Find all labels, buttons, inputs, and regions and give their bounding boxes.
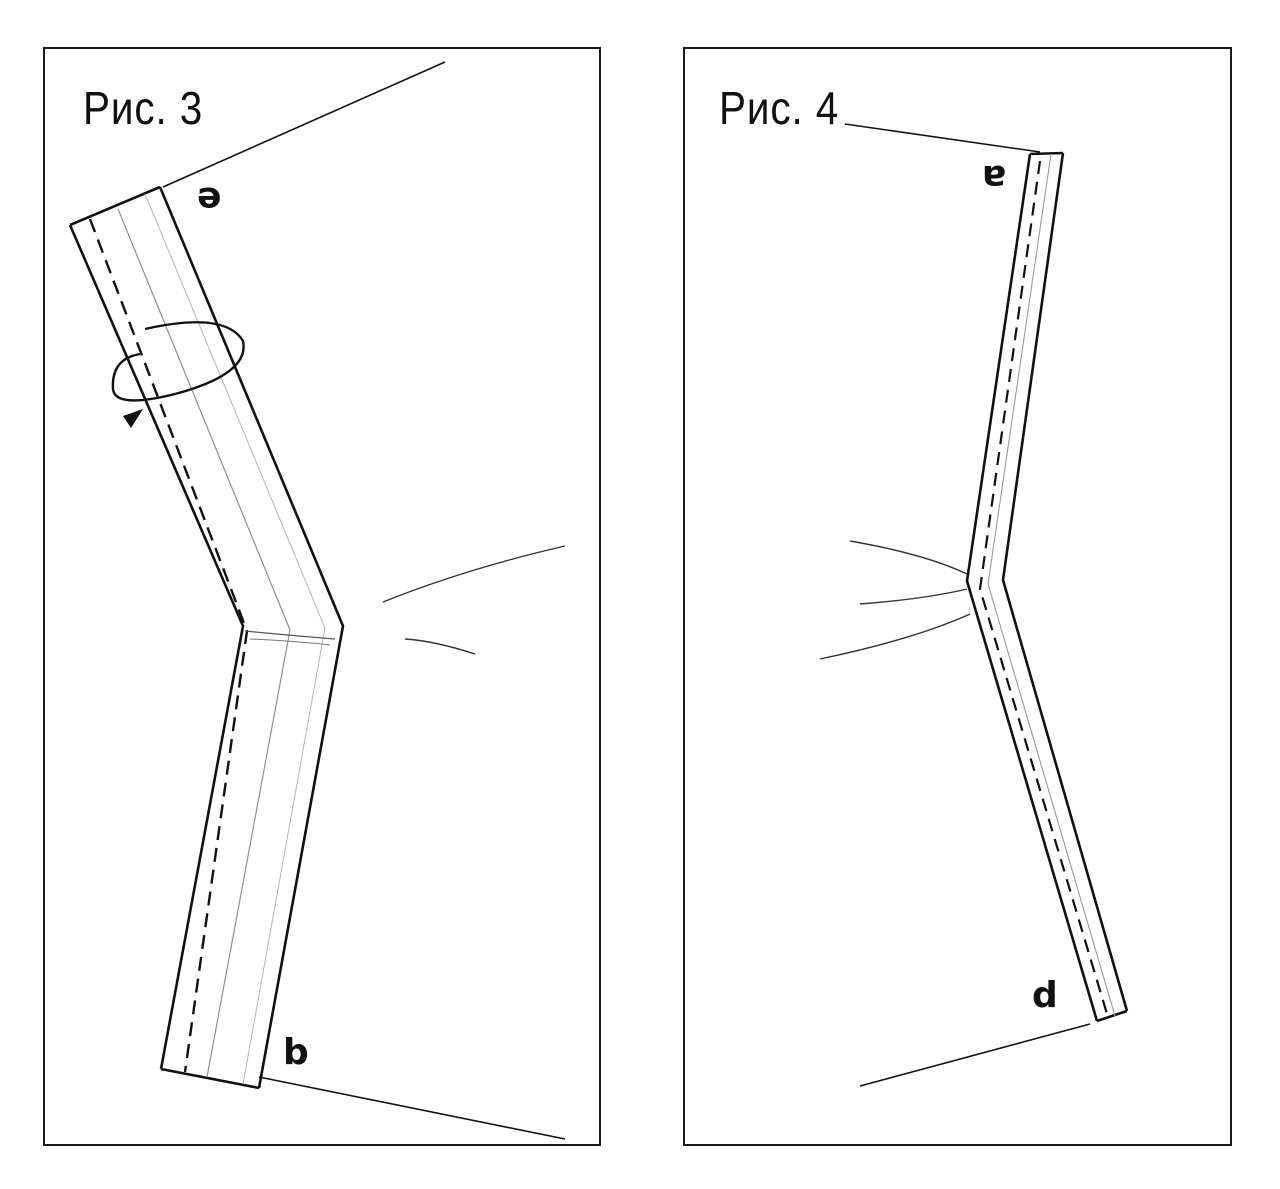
rotation-arrow-icon bbox=[111, 321, 245, 402]
figure-3-title: Рис. 3 bbox=[83, 82, 204, 134]
stitch-line bbox=[978, 160, 1109, 1015]
perspective-line-bottom bbox=[258, 1076, 566, 1140]
strip-left-edge bbox=[965, 153, 1099, 1022]
strip-right-edge bbox=[1001, 152, 1129, 1012]
point-label-top: e bbox=[197, 179, 222, 220]
strip-bottom-cap bbox=[160, 1067, 260, 1090]
stitch-line bbox=[88, 218, 249, 1073]
figure-4-drawing bbox=[819, 123, 1129, 1087]
wrinkle-line bbox=[382, 545, 566, 603]
bend-fold-mark-2 bbox=[249, 638, 331, 646]
perspective-line-top bbox=[844, 123, 1041, 153]
point-label-top: a bbox=[982, 157, 1007, 198]
strip-top-cap bbox=[1029, 151, 1064, 156]
strip-fold-line bbox=[987, 153, 1116, 1017]
wrinkle-line bbox=[404, 638, 476, 655]
figure-3-drawing bbox=[68, 61, 566, 1140]
wrinkle-line bbox=[849, 540, 968, 575]
wrinkle-line bbox=[819, 613, 971, 660]
bend-fold-mark bbox=[244, 630, 336, 640]
wrinkle-line bbox=[859, 588, 968, 605]
perspective-line-bottom bbox=[859, 1023, 1091, 1087]
strip-right-edge bbox=[158, 186, 345, 1089]
point-label-bottom: b bbox=[283, 1032, 309, 1073]
strip-top-cap bbox=[69, 185, 161, 227]
figure-3-panel: Рис. 3 e b bbox=[43, 47, 601, 1146]
strip-fold-line-2 bbox=[144, 193, 326, 1085]
point-label-bottom: d bbox=[1032, 975, 1058, 1016]
strip-bottom-cap bbox=[1096, 1009, 1128, 1023]
figure-4-title: Рис. 4 bbox=[719, 82, 840, 134]
rotation-arrowhead-icon bbox=[123, 409, 143, 428]
strip-left-edge bbox=[68, 224, 245, 1070]
figure-4-panel: Рис. 4 a d bbox=[683, 47, 1232, 1146]
strip-fold-line bbox=[117, 208, 291, 1078]
perspective-line-top bbox=[162, 61, 446, 188]
